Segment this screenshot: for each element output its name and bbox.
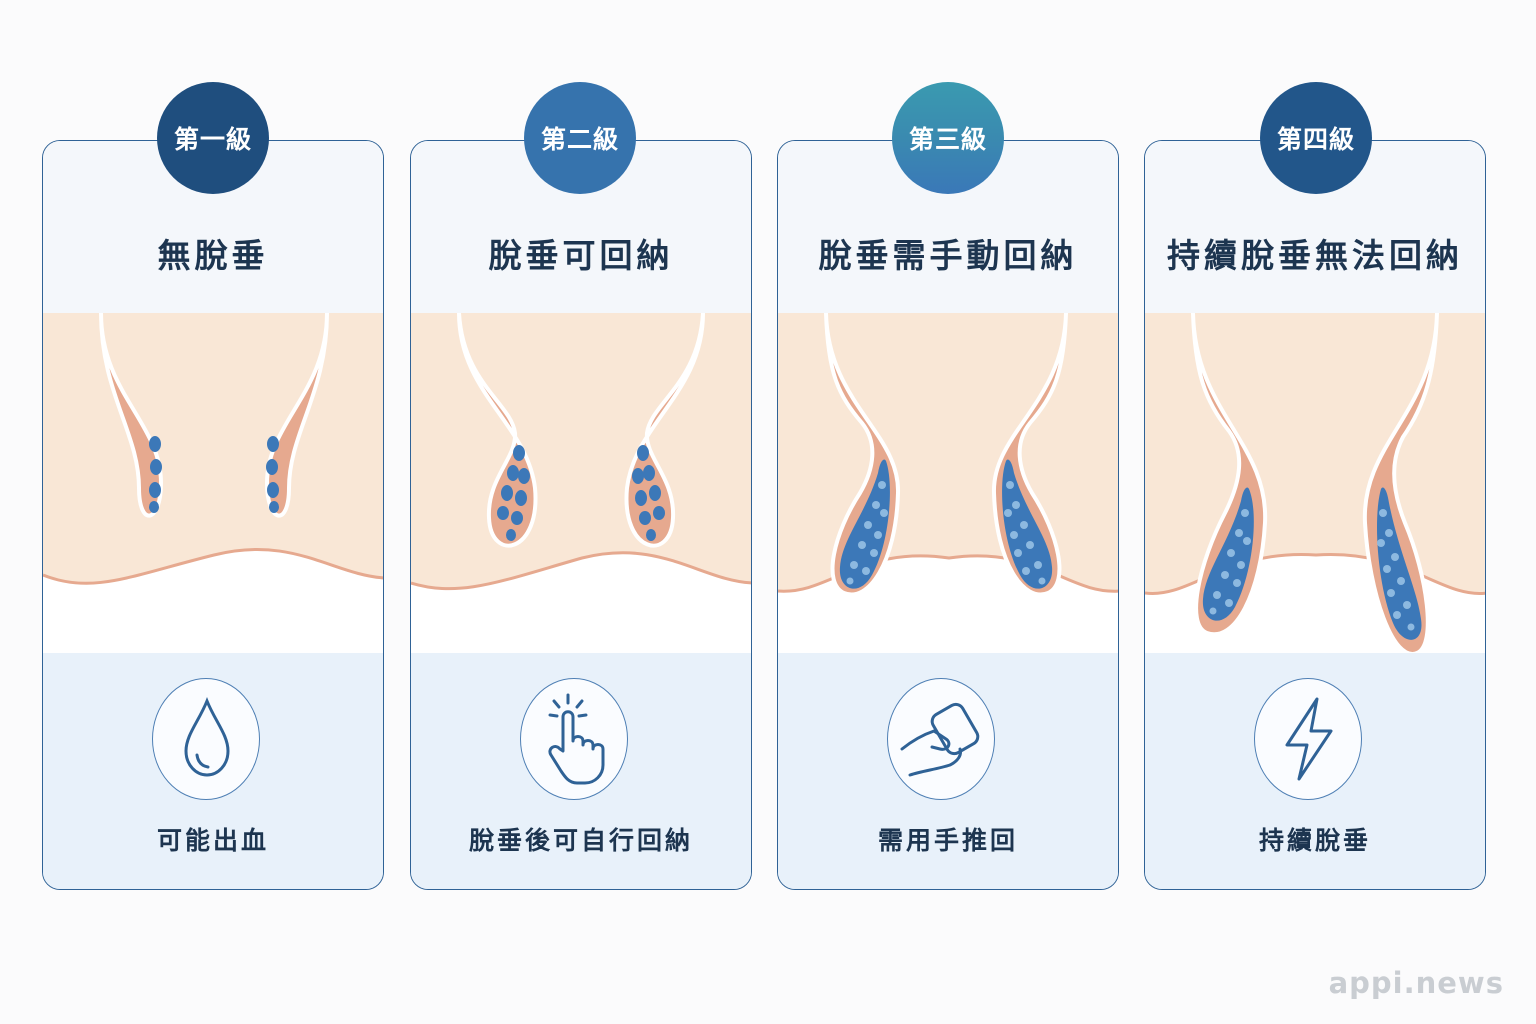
water-drop-icon [184,696,230,777]
grade-3-title: 脫垂需手動回納 [818,236,1078,275]
grade-2-card: 脫垂可回納 [410,140,752,890]
grade-2-footer: 脫垂後可自行回納 [411,653,751,889]
grade-3-caption: 需用手推回 [877,826,1018,855]
hand-push-icon [900,702,980,777]
grade-3-card: 脫垂需手動回納 [777,140,1119,890]
grade-4-illustration [1145,312,1485,656]
lightning-bolt-icon [1285,697,1333,781]
grade-3-icon-circle [887,678,995,800]
grade-2-icon-circle [520,678,628,800]
grade-3-footer: 需用手推回 [778,653,1118,889]
grade-1-title: 無脫垂 [157,236,269,275]
grade-3-badge: 第三級 [892,82,1004,194]
grade-1-caption: 可能出血 [156,826,269,855]
grade-1-badge: 第一級 [157,82,269,194]
grade-2-caption: 脫垂後可自行回納 [468,826,693,855]
grade-2-illustration [411,312,751,653]
grade-3-illustration [778,312,1118,653]
grade-4-card: 持續脫垂無法回納 持續脫垂 [1144,140,1486,890]
grade-1-card: 無脫垂 可能出血 [42,140,384,890]
grade-3-header: 脫垂需手動回納 [778,141,1118,313]
grade-4-title: 持續脫垂無法回納 [1167,236,1463,275]
grade-2-header: 脫垂可回納 [411,141,751,313]
grade-1-footer: 可能出血 [43,653,383,889]
grade-4-caption: 持續脫垂 [1258,826,1371,855]
grade-1-illustration [43,312,383,653]
tap-finger-icon [548,693,605,785]
watermark: appi.news [1328,966,1504,1000]
grade-4-icon-circle [1254,678,1362,800]
grade-2-title: 脫垂可回納 [488,236,674,275]
grade-2-badge: 第二級 [524,82,636,194]
grade-4-footer: 持續脫垂 [1145,653,1485,889]
grade-4-badge: 第四級 [1260,82,1372,194]
grade-1-icon-circle [152,678,260,800]
